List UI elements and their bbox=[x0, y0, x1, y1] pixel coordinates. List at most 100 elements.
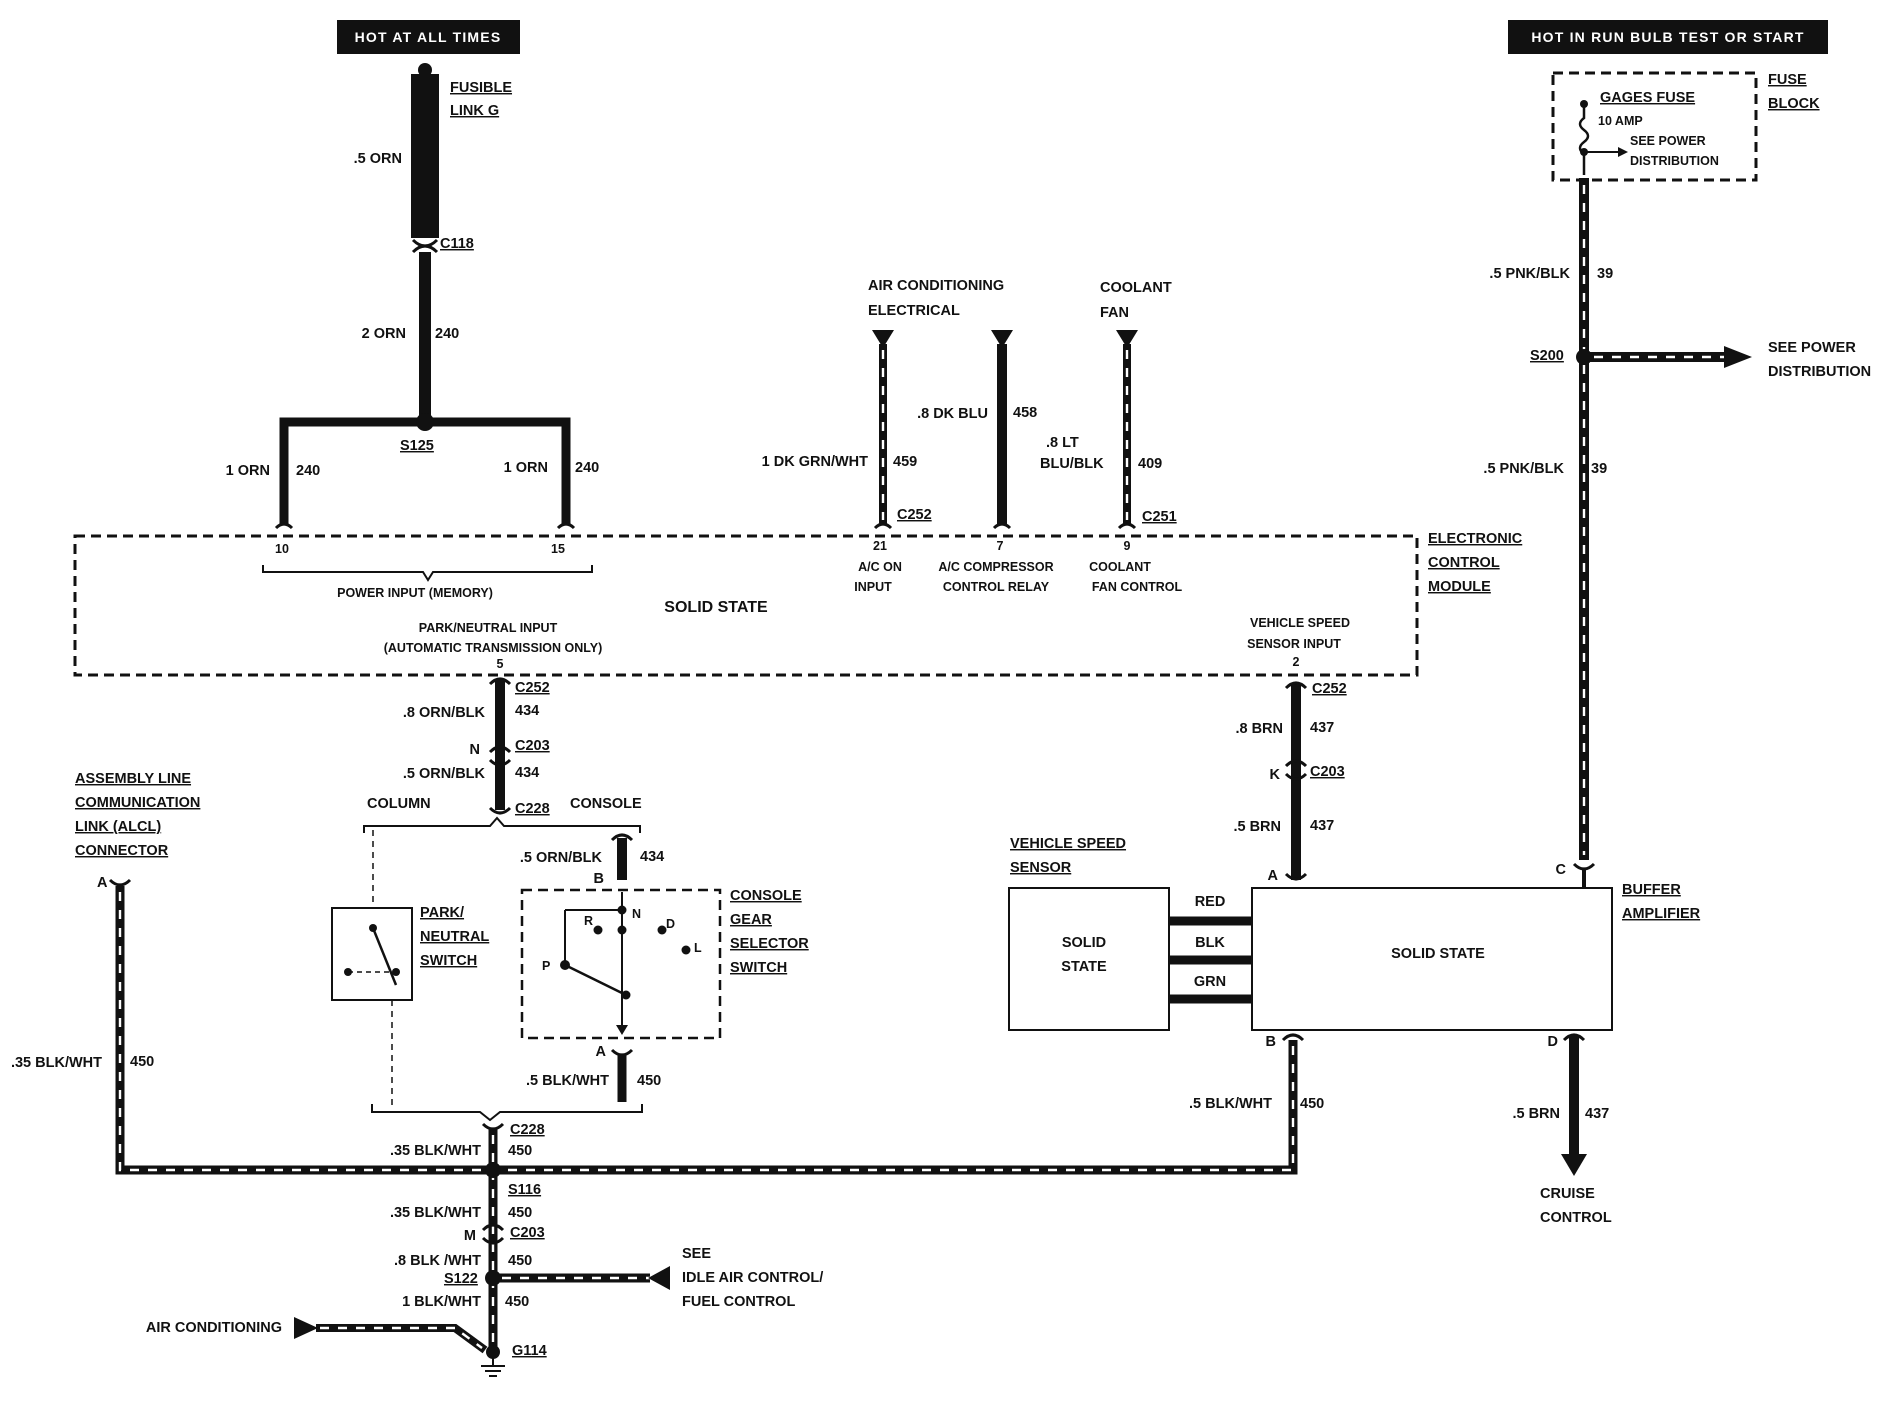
s125-splice bbox=[416, 413, 434, 431]
fuse-amp: 10 AMP bbox=[1598, 114, 1643, 128]
c251-label: C251 bbox=[1142, 509, 1177, 525]
c203-left-pin: N bbox=[470, 742, 480, 758]
wire-437-cruise-gauge: .5 BRN bbox=[1512, 1106, 1560, 1122]
ecm-vss-1: VEHICLE SPEED bbox=[1250, 616, 1350, 630]
wire-458-gauge: .8 DK BLU bbox=[917, 406, 988, 422]
console-bottom-gauge: .5 BLK/WHT bbox=[526, 1073, 609, 1089]
header-left: HOT AT ALL TIMES bbox=[355, 29, 502, 45]
wire-39-bottom-circuit: 39 bbox=[1591, 461, 1607, 477]
see-iac-3: FUEL CONTROL bbox=[682, 1294, 795, 1310]
ecm-pin-9: 9 bbox=[1124, 539, 1131, 553]
wire-434-mid-gauge: .5 ORN/BLK bbox=[403, 766, 486, 782]
console-pos-d: D bbox=[666, 917, 675, 931]
buffer-pin-c: C bbox=[1556, 862, 1567, 878]
wire-1orn-left-circuit: 240 bbox=[296, 463, 320, 479]
buffer-a-connector bbox=[1284, 872, 1308, 881]
buffer-amplifier-box bbox=[1251, 887, 1613, 1031]
s200-label: S200 bbox=[1530, 348, 1564, 364]
w035b-gauge: .35 BLK/WHT bbox=[390, 1205, 481, 1221]
wire-409-circuit: 409 bbox=[1138, 456, 1162, 472]
wire-437-cruise-circuit: 437 bbox=[1585, 1106, 1609, 1122]
fusible-link-top-terminal bbox=[418, 63, 432, 77]
c203-left-label: C203 bbox=[515, 738, 550, 754]
s116-label: S116 bbox=[508, 1182, 541, 1198]
wire-437-mid-circuit: 437 bbox=[1310, 818, 1334, 834]
column-label: COLUMN bbox=[367, 796, 431, 812]
wire-450-buffer-gauge: .5 BLK/WHT bbox=[1189, 1096, 1272, 1112]
m-pin: M bbox=[464, 1228, 476, 1244]
buffer-name-1: BUFFER bbox=[1622, 882, 1681, 898]
buffer-d-connector bbox=[1562, 1033, 1586, 1042]
buffer-name-2: AMPLIFIER bbox=[1622, 906, 1701, 922]
c203-bottom-label: C203 bbox=[510, 1225, 545, 1241]
vss-name-2: SENSOR bbox=[1010, 860, 1072, 876]
park-switch-3: SWITCH bbox=[420, 953, 477, 969]
buffer-solid-state: SOLID STATE bbox=[1391, 946, 1485, 962]
console-r-dot bbox=[593, 925, 603, 935]
wire-437-top-circuit: 437 bbox=[1310, 720, 1334, 736]
wire-450-alcl-circuit: 450 bbox=[130, 1054, 154, 1070]
pn-blade bbox=[371, 927, 398, 986]
gages-fuse: GAGES FUSE bbox=[1600, 90, 1695, 106]
c252-right-connector bbox=[1284, 681, 1308, 690]
console-switch-3: SELECTOR bbox=[730, 936, 809, 952]
ecm-ac-on-1: A/C ON bbox=[858, 560, 902, 574]
wire-450-bus bbox=[115, 886, 1298, 1175]
wire-434-top-gauge: .8 ORN/BLK bbox=[403, 705, 486, 721]
console-switch-1: CONSOLE bbox=[730, 888, 802, 904]
buffer-pin-d: D bbox=[1548, 1034, 1558, 1050]
ecm-name-3: MODULE bbox=[1428, 579, 1491, 595]
console-pos-r: R bbox=[584, 914, 593, 928]
s122-label: S122 bbox=[444, 1271, 478, 1287]
ecm-park-neutral-2: (AUTOMATIC TRANSMISSION ONLY) bbox=[384, 641, 603, 655]
wire-ac-ground-stripe bbox=[320, 1326, 483, 1349]
ac-electrical-1: AIR CONDITIONING bbox=[868, 278, 1004, 294]
w035b-circuit: 450 bbox=[508, 1205, 532, 1221]
alcl-pin: A bbox=[97, 875, 108, 891]
wire-1orn-left-gauge: 1 ORN bbox=[226, 463, 270, 479]
s125-label: S125 bbox=[400, 438, 434, 454]
fusible-link-gauge: .5 ORN bbox=[354, 151, 402, 167]
vss-grn: GRN bbox=[1194, 974, 1226, 990]
cruise-2: CONTROL bbox=[1540, 1210, 1612, 1226]
alcl-connector bbox=[108, 878, 132, 887]
ecm-pin-7-conn bbox=[992, 522, 1012, 530]
console-pin-a: A bbox=[596, 1044, 607, 1060]
k-pin: K bbox=[1270, 767, 1281, 783]
fuse-block-name-1: FUSE bbox=[1768, 72, 1807, 88]
ac-electrical-2: ELECTRICAL bbox=[868, 303, 960, 319]
w1-circuit: 450 bbox=[505, 1294, 529, 1310]
ecm-vss-2: SENSOR INPUT bbox=[1247, 637, 1341, 651]
c203-left-connector bbox=[488, 745, 512, 767]
ac-ground-arrow bbox=[294, 1317, 318, 1339]
wire-39-bottom-gauge: .5 PNK/BLK bbox=[1483, 461, 1564, 477]
wire-450-bus-stripe bbox=[118, 892, 1295, 1172]
wire-459-circuit: 459 bbox=[893, 454, 917, 470]
vss-solid-2: STATE bbox=[1061, 959, 1107, 975]
c228-top-label: C228 bbox=[515, 801, 550, 817]
ecm-power-input: POWER INPUT (MEMORY) bbox=[337, 586, 493, 600]
s122-arrow bbox=[648, 1266, 670, 1290]
w08-circuit: 450 bbox=[508, 1253, 532, 1269]
c252-top-label: C252 bbox=[897, 507, 932, 523]
wire-240-gauge: 2 ORN bbox=[362, 326, 406, 342]
ecm-pin-5: 5 bbox=[497, 657, 504, 671]
c228-top-connector bbox=[488, 806, 512, 815]
w035a-gauge: .35 BLK/WHT bbox=[390, 1143, 481, 1159]
w035a-circuit: 450 bbox=[508, 1143, 532, 1159]
ecm-box bbox=[73, 534, 1419, 677]
fusible-link-g bbox=[411, 74, 439, 238]
see-power-dist-2: DISTRIBUTION bbox=[1768, 364, 1871, 380]
park-switch-1: PARK/ bbox=[420, 905, 464, 921]
air-conditioning-label: AIR CONDITIONING bbox=[146, 1320, 282, 1336]
console-arrow bbox=[616, 1025, 628, 1035]
park-switch-2: NEUTRAL bbox=[420, 929, 489, 945]
c118-label: C118 bbox=[440, 236, 474, 252]
c203-bottom-connector bbox=[481, 1223, 505, 1245]
cruise-arrow bbox=[1561, 1154, 1587, 1176]
vss-blk: BLK bbox=[1195, 935, 1225, 951]
buffer-b-connector bbox=[1281, 1033, 1305, 1042]
arrow-458 bbox=[991, 330, 1013, 348]
c203-right-connector bbox=[1284, 759, 1308, 781]
